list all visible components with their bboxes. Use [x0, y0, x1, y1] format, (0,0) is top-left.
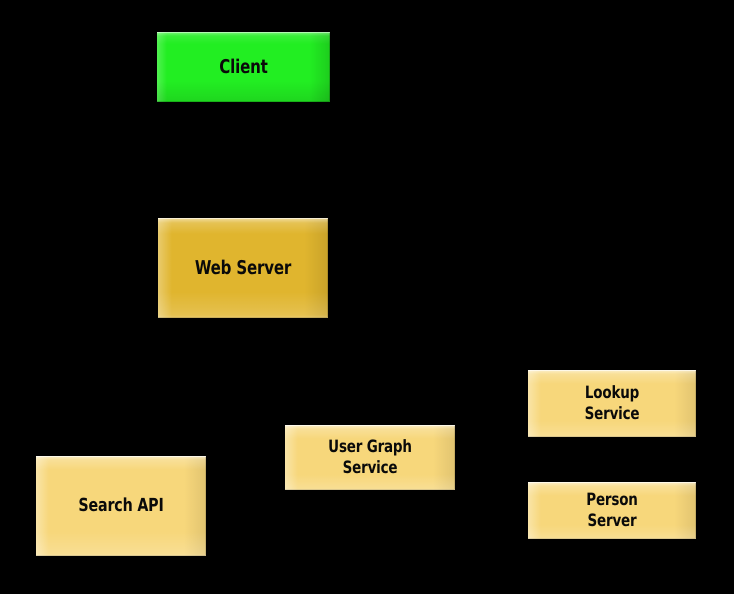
diagram-node-search-api[interactable]: Search API: [36, 456, 206, 556]
diagram-node-web-server[interactable]: Web Server: [158, 218, 328, 318]
diagram-node-label: Web Server: [194, 256, 292, 279]
diagram-node-client[interactable]: Client: [157, 32, 330, 102]
diagram-node-label: Search API: [78, 495, 164, 517]
diagram-node-label: Client: [219, 55, 268, 78]
